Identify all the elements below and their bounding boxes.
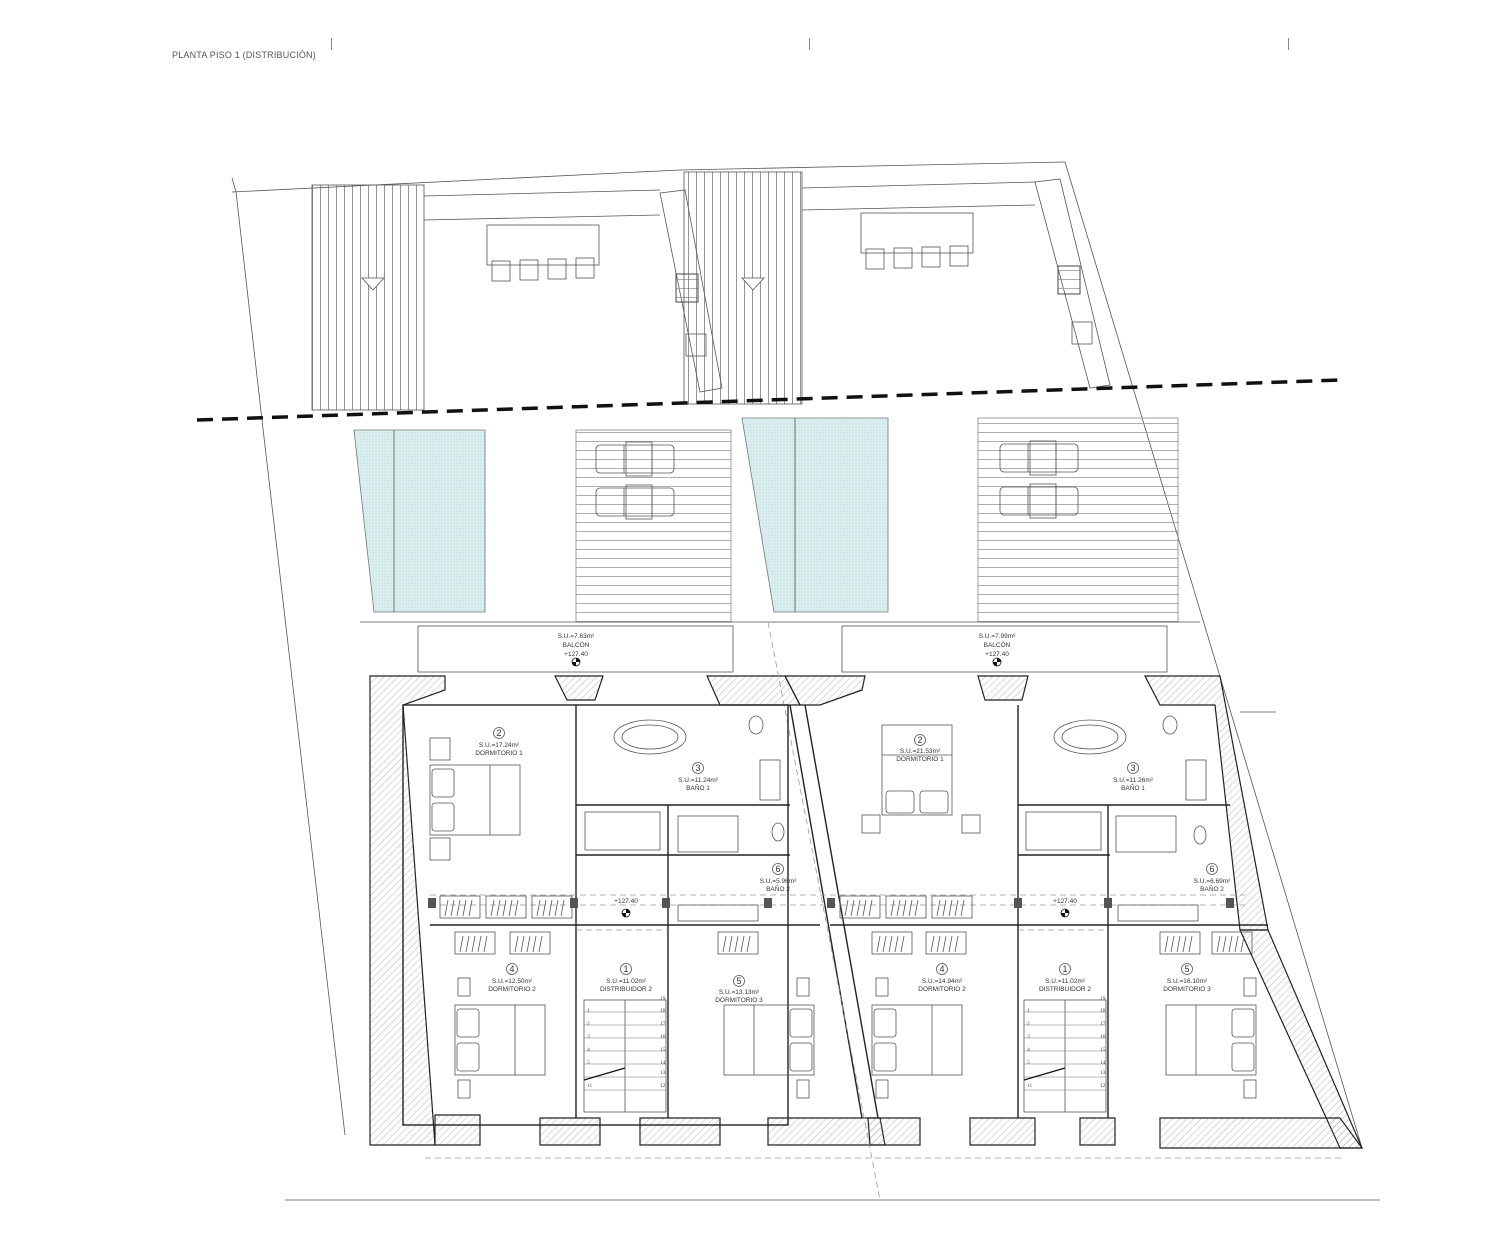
svg-text:S.U.=12.50m²: S.U.=12.50m² [492,978,533,985]
svg-text:17: 17 [1100,1021,1106,1027]
deck-left [575,429,732,623]
sheet-title: PLANTA PISO 1 (DISTRIBUCIÓN) [172,50,316,60]
labels-left-unit: S.U.=7.63m² BALCÓN +127.40 +127.40 2 S.U… [475,633,797,1089]
sheet-tick-1 [331,38,332,50]
svg-text:BAÑO 2: BAÑO 2 [766,884,790,893]
svg-text:+127.40: +127.40 [985,651,1009,658]
terrace-left [311,184,723,411]
svg-text:12: 12 [1100,1083,1106,1089]
svg-text:4: 4 [939,964,944,974]
terrace-right [683,171,1111,405]
svg-text:DORMITORIO 1: DORMITORIO 1 [896,756,944,763]
svg-text:5: 5 [736,976,741,986]
balcony-right [841,625,1168,673]
svg-text:2: 2 [587,1021,590,1027]
svg-text:S.U.=5.96m²: S.U.=5.96m² [760,878,798,885]
svg-text:13: 13 [1100,1070,1106,1076]
svg-text:4: 4 [509,964,514,974]
svg-text:DISTRIBUIDOR 2: DISTRIBUIDOR 2 [1039,986,1091,993]
patio-right [741,417,1200,623]
site-boundary [231,161,1380,1201]
party-wall [767,621,881,1201]
property-line [196,378,1341,422]
balcony-level: +127.40 [564,651,588,658]
svg-text:S.U.=16.10m²: S.U.=16.10m² [1167,978,1208,985]
svg-text:S.U.=7.99m²: S.U.=7.99m² [979,633,1017,640]
svg-text:BAÑO 1: BAÑO 1 [686,783,710,792]
svg-text:1: 1 [587,1008,590,1014]
svg-text:S.U.=17.24m²: S.U.=17.24m² [479,742,520,749]
svg-text:DORMITORIO 3: DORMITORIO 3 [715,997,763,1004]
svg-text:S.U.=11.02m²: S.U.=11.02m² [1045,978,1086,985]
svg-text:S.U.=13.13m²: S.U.=13.13m² [719,989,760,996]
svg-text:DISTRIBUIDOR 2: DISTRIBUIDOR 2 [600,986,652,993]
interior-walls-right [820,705,1268,1118]
svg-text:18: 18 [660,1008,666,1014]
svg-text:S.U.=6.69m²: S.U.=6.69m² [1194,878,1232,885]
svg-text:S.U.=21.53m²: S.U.=21.53m² [900,748,941,755]
sheet-tick-2 [809,38,810,50]
svg-text:DORMITORIO 2: DORMITORIO 2 [488,986,536,993]
svg-text:15: 15 [1100,1047,1106,1053]
svg-text:1: 1 [623,964,628,974]
svg-text:19: 19 [1100,996,1106,1002]
stair-right [1023,999,1107,1113]
building-walls [369,675,1364,1149]
svg-text:2: 2 [917,735,922,745]
svg-text:1: 1 [1062,964,1067,974]
svg-text:6: 6 [1209,864,1214,874]
svg-text:3: 3 [1130,763,1135,773]
svg-text:11: 11 [1027,1083,1033,1089]
svg-text:16: 16 [1100,1034,1106,1040]
svg-text:1: 1 [1027,1008,1030,1014]
svg-text:DORMITORIO 1: DORMITORIO 1 [475,750,523,757]
svg-text:DORMITORIO 2: DORMITORIO 2 [918,986,966,993]
balcony-area: S.U.=7.63m² [558,633,596,640]
svg-text:BAÑO 2: BAÑO 2 [1200,884,1224,893]
svg-text:S.U.=11.26m²: S.U.=11.26m² [1113,777,1154,784]
svg-text:12: 12 [660,1083,666,1089]
svg-text:2: 2 [496,728,501,738]
pool-left [353,429,486,613]
fixtures-left [429,715,815,1099]
svg-text:BALCÓN: BALCÓN [984,640,1011,649]
svg-text:3: 3 [1027,1034,1030,1040]
svg-text:5: 5 [587,1060,590,1066]
svg-text:3: 3 [587,1034,590,1040]
svg-text:6: 6 [775,864,780,874]
svg-text:5: 5 [1027,1060,1030,1066]
svg-text:S.U.=14.94m²: S.U.=14.94m² [922,978,963,985]
svg-text:5: 5 [1184,964,1189,974]
svg-text:4: 4 [1027,1047,1030,1053]
svg-text:2: 2 [1027,1021,1030,1027]
fixtures-right [839,715,1257,1099]
labels-right-unit: S.U.=7.99m² BALCÓN +127.40 +127.40 2 S.U… [896,633,1231,1089]
svg-text:3: 3 [695,763,700,773]
patio-left [353,429,775,623]
balcony-left [417,625,734,673]
interior-walls-left [402,704,820,1126]
svg-text:14: 14 [660,1060,666,1066]
sheet-tick-3 [1288,38,1289,50]
svg-text:18: 18 [1100,1008,1106,1014]
svg-text:16: 16 [660,1034,666,1040]
svg-text:S.U.=11.02m²: S.U.=11.02m² [606,978,647,985]
landing-level: +127.40 [614,898,638,905]
svg-text:11: 11 [587,1083,593,1089]
svg-text:+127.40: +127.40 [1053,898,1077,905]
svg-text:17: 17 [660,1021,666,1027]
pool-right [741,417,889,613]
svg-text:S.U.=11.24m²: S.U.=11.24m² [678,777,719,784]
svg-text:13: 13 [660,1070,666,1076]
svg-text:DORMITORIO 3: DORMITORIO 3 [1163,986,1211,993]
stair-left [583,999,667,1113]
svg-text:BAÑO 1: BAÑO 1 [1121,783,1145,792]
svg-text:4: 4 [587,1047,590,1053]
svg-text:19: 19 [660,996,666,1002]
balcony-name: BALCÓN [563,640,590,649]
svg-text:15: 15 [660,1047,666,1053]
svg-text:14: 14 [1100,1060,1106,1066]
